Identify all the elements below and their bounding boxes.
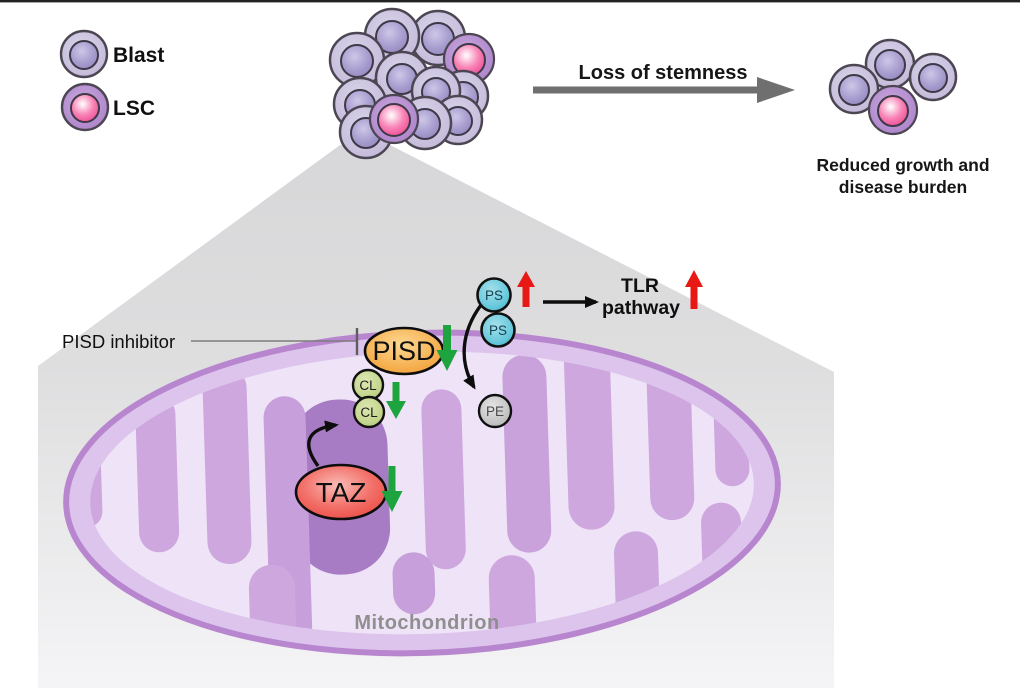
taz-decrease-arrow: [381, 466, 403, 512]
cell-nucleus: [838, 74, 870, 106]
tlr-label-line2: pathway: [602, 297, 680, 319]
blast-cell: [828, 63, 880, 115]
cl-decrease-arrow: [386, 382, 406, 419]
crista: [392, 552, 436, 615]
pisd-node: PISD: [363, 326, 445, 376]
taz-label: TAZ: [316, 477, 367, 508]
ps-node-1: PS: [476, 277, 512, 313]
cl-node-1: CL: [351, 368, 385, 402]
cl-label: CL: [359, 378, 377, 393]
crista: [421, 389, 466, 570]
pe-label: PE: [486, 404, 504, 419]
cl-node-2: CL: [352, 395, 386, 429]
taz-node: TAZ: [294, 463, 388, 521]
crista: [202, 366, 252, 565]
blast-cell: [908, 52, 958, 102]
loss-of-stemness-label: Loss of stemness: [579, 62, 748, 84]
pe-circle: [477, 393, 513, 429]
legend-blast-cell: [59, 29, 109, 79]
cl-circle: [352, 395, 386, 429]
ps-to-pe-arrow: [462, 303, 483, 390]
crista: [502, 354, 552, 553]
crista: [135, 394, 180, 553]
cell-nucleus: [874, 49, 906, 81]
ps-circle: [476, 277, 512, 313]
cell-nucleus: [69, 40, 99, 70]
outcome-label-line2: disease burden: [839, 177, 967, 197]
crista: [563, 341, 615, 530]
legend-blast-label: Blast: [113, 44, 164, 67]
reduced-cell-cluster: [828, 38, 958, 136]
pisd-label: PISD: [372, 336, 435, 366]
cell-nucleus: [70, 93, 100, 123]
arrow-shaft: [533, 86, 759, 94]
ps-circle: [480, 312, 516, 348]
pe-node: PE: [477, 393, 513, 429]
cell-nucleus: [877, 95, 909, 127]
cell-nucleus: [918, 63, 948, 93]
loss-of-stemness-arrow: [533, 77, 795, 103]
pisd-inhibitor-label: PISD inhibitor: [62, 331, 175, 352]
blast-cell: [864, 38, 916, 90]
tlr-label-line1: TLR: [621, 275, 659, 297]
ps-increase-arrow: [517, 271, 535, 307]
lsc-cell: [867, 84, 919, 136]
primary-cell-cluster: [328, 7, 496, 160]
cell-nucleus: [377, 103, 411, 137]
outcome-label-line1: Reduced growth and: [816, 155, 989, 175]
mitochondrion-label: Mitochondrion: [354, 612, 499, 634]
ps-node-2: PS: [480, 312, 516, 348]
legend-lsc-label: LSC: [113, 97, 155, 120]
lsc-cell: [368, 93, 420, 145]
legend-lsc-cell: [60, 82, 110, 132]
mitochondrion: [63, 329, 781, 657]
pisd-decrease-arrow: [436, 325, 458, 371]
cl-label: CL: [360, 405, 378, 420]
tlr-increase-arrow: [685, 270, 703, 309]
cristae-group: [85, 341, 750, 645]
ps-label: PS: [485, 288, 503, 303]
figure-top-border: [0, 0, 1020, 3]
taz-to-cl-arrow: [307, 420, 339, 467]
ps-label: PS: [489, 323, 507, 338]
crista: [248, 564, 297, 645]
cell-nucleus: [340, 44, 374, 78]
legend: Blast LSC: [59, 29, 164, 132]
arrow-head: [757, 77, 795, 103]
